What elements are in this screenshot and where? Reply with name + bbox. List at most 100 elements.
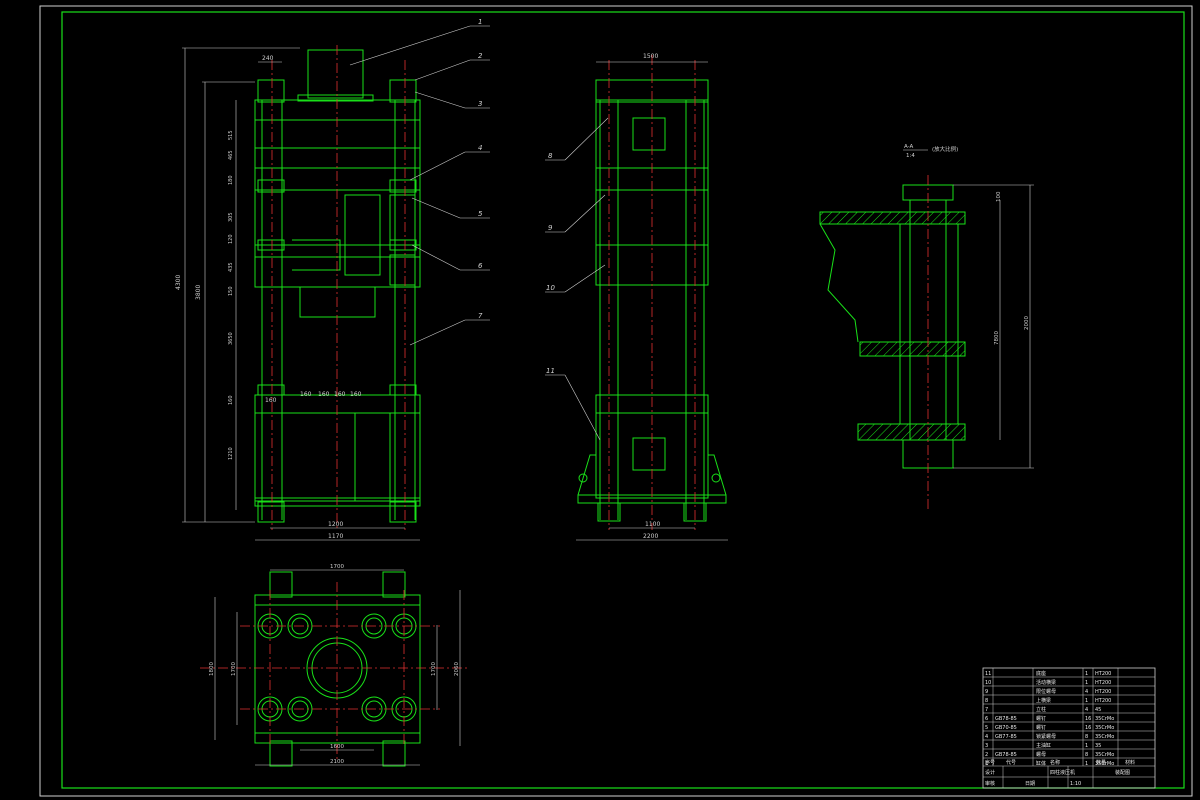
stack-8: 3650: [228, 332, 234, 345]
tb-row-name: 螺钉: [1036, 724, 1046, 731]
tb-row-no: 11: [985, 671, 991, 677]
tb-row-qty: 1: [1085, 761, 1088, 767]
tb-row-name: 主油缸: [1036, 742, 1051, 749]
dim-tick-3: 160: [318, 391, 330, 398]
tb-header-name: 名称: [1050, 759, 1060, 766]
tb-row-no: 7: [985, 707, 988, 713]
plan-centerlines: [200, 582, 470, 760]
side-dim-top: 1500: [643, 53, 658, 60]
tb-check: 审核: [985, 780, 995, 787]
section-dim-total: 2000: [1024, 316, 1030, 330]
tb-row-name: 螺母: [1036, 751, 1046, 758]
tb-scale: 1:10: [1070, 781, 1081, 787]
outer-frame: [39, 5, 1193, 797]
tb-row-material: HT200: [1095, 680, 1111, 686]
tb-row-name: 限位螺母: [1036, 688, 1056, 695]
tb-row-qty: 1: [1085, 698, 1088, 704]
side-dim-base-inner: 1100: [645, 521, 660, 528]
tb-row-material: 35CrMo: [1095, 734, 1114, 740]
dim-base-inner: 1200: [328, 521, 343, 528]
plan-dim-right: 2060: [454, 662, 460, 676]
tb-row-code: GB77-85: [995, 734, 1017, 740]
stack-5: 120: [228, 234, 234, 244]
stack-7: 150: [228, 286, 234, 296]
callouts-front: 1 2 3 4 5 6 7: [478, 18, 483, 320]
tb-row-qty: 8: [1085, 734, 1088, 740]
front-dim-labels: 4300 3800 240 1170 1200 160 160 160 160 …: [175, 55, 362, 540]
tb-row-no: 6: [985, 716, 988, 722]
tb-row-material: HT200: [1095, 671, 1111, 677]
plan-dim-bottom: 2100: [330, 759, 344, 765]
section-scale: 1:4: [906, 153, 915, 159]
tb-row-name: 缸体: [1036, 760, 1046, 767]
stack-4: 305: [228, 212, 234, 222]
tb-row-no: 3: [985, 743, 988, 749]
callout-5: 5: [478, 210, 483, 218]
section-dimensions: [903, 149, 1034, 469]
tb-row-no: 4: [985, 734, 988, 740]
tb-row-code: GB78-85: [995, 716, 1017, 722]
tb-row-qty: 16: [1085, 725, 1091, 731]
tb-row-no: 10: [985, 680, 991, 686]
stack-3: 180: [228, 175, 234, 185]
plan-dimensions: [214, 569, 461, 766]
stack-1: 515: [228, 130, 234, 140]
side-centerlines: [608, 55, 696, 530]
tb-row-no: 5: [985, 725, 988, 731]
tb-row-name: 锁紧螺母: [1036, 733, 1056, 740]
callout-9: 9: [548, 224, 553, 232]
section-note: (放大比例): [932, 145, 958, 153]
dim-overall-height: 4300: [175, 275, 182, 290]
dim-top-width: 240: [262, 55, 274, 62]
callouts-side: 8 9 10 11: [546, 152, 555, 375]
tb-header-code: 代号: [1006, 759, 1016, 766]
tb-row-name: 底座: [1036, 670, 1046, 677]
side-dimensions: [545, 61, 728, 541]
dim-column-height: 3800: [195, 285, 202, 300]
side-dim-base-outer: 2200: [643, 533, 658, 540]
tb-row-code: GB78-85: [995, 752, 1017, 758]
plan-dim-left-outer: 1800: [209, 662, 215, 676]
callout-4: 4: [478, 144, 482, 152]
tb-row-qty: 1: [1085, 680, 1088, 686]
leaders-front: [349, 25, 490, 346]
tb-row-no: 1: [985, 761, 988, 767]
tb-designer: 设计: [985, 769, 995, 776]
inner-frame: [61, 11, 1185, 789]
plan-dim-right-inner: 1700: [431, 662, 437, 676]
side-dim-labels: 1500 1100 2200: [643, 53, 660, 540]
dim-tick-2: 160: [300, 391, 312, 398]
front-dimensions: [182, 47, 420, 541]
plan-dim-left-inner: 1700: [231, 662, 237, 676]
tb-date: 日期: [1025, 781, 1035, 787]
tb-row-material: 35CrMo: [1095, 752, 1114, 758]
tb-row-no: 2: [985, 752, 988, 758]
tb-row-material: HT200: [1095, 689, 1111, 695]
tb-row-name: 活动横梁: [1036, 679, 1056, 686]
section-dim-top: 100: [996, 191, 1002, 202]
tb-row-qty: 4: [1085, 689, 1088, 695]
section-labels: A-A 1:4 (放大比例) 100 7800 2000: [904, 144, 1030, 345]
plan-dim-bottom-inner: 1600: [330, 744, 344, 750]
dim-tick-5: 160: [350, 391, 362, 398]
callout-1: 1: [478, 18, 482, 26]
tb-row-no: 8: [985, 698, 988, 704]
front-centerlines: [271, 45, 406, 530]
section-dim-height: 7800: [994, 331, 1000, 345]
tb-company: 装配图: [1115, 769, 1130, 776]
tb-row-qty: 16: [1085, 716, 1091, 722]
tb-row-name: 螺钉: [1036, 715, 1046, 722]
dim-tick-1: 160: [265, 397, 277, 404]
tb-row-qty: 1: [1085, 743, 1088, 749]
callout-3: 3: [478, 100, 482, 108]
tb-row-qty: 4: [1085, 707, 1088, 713]
left-stack-labels: 515 465 180 305 120 435 150 3650 160 121…: [228, 130, 234, 460]
section-label: A-A: [904, 144, 914, 150]
tb-row-material: 45: [1095, 707, 1101, 713]
side-view: [577, 79, 727, 522]
callout-10: 10: [546, 284, 555, 292]
plan-dim-labels: 1700 1800 1700 2060 1700 1600 2100: [209, 564, 460, 765]
